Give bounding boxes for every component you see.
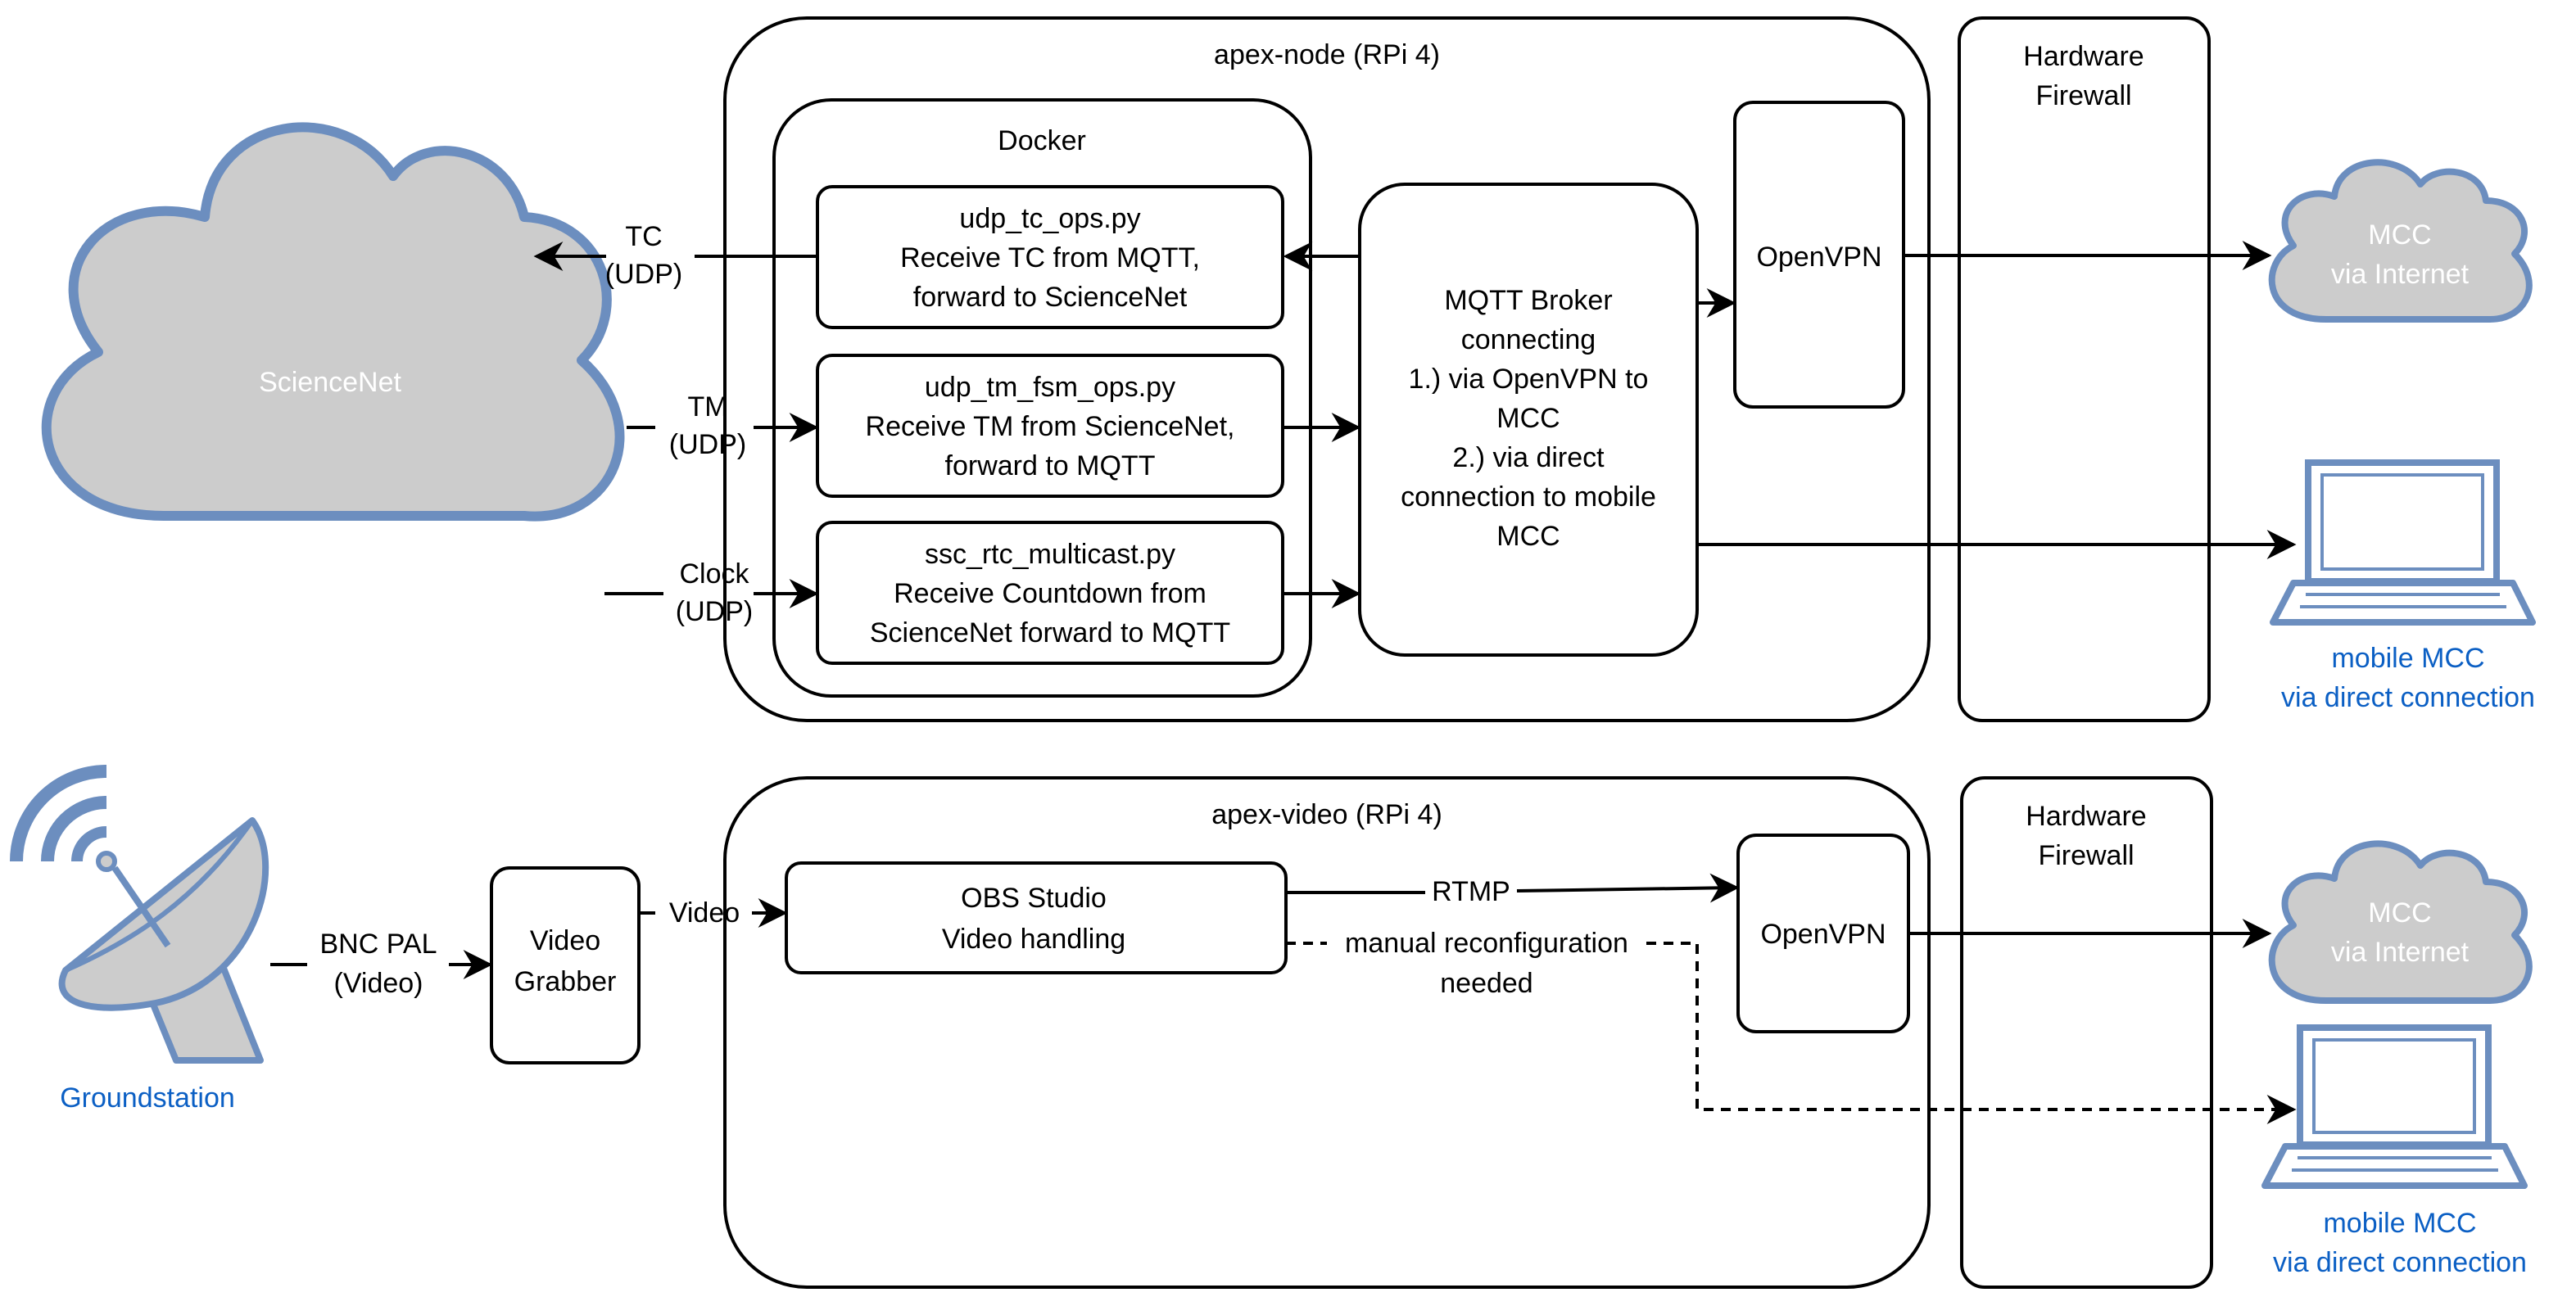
firewall-video-line2: Firewall — [2038, 840, 2134, 871]
udp-tc-ops-line3: forward to ScienceNet — [913, 282, 1188, 313]
rtmp-label: RTMP — [1432, 876, 1510, 907]
sciencenet-label: ScienceNet — [259, 367, 401, 398]
obs-studio-line1: OBS Studio — [961, 883, 1107, 914]
groundstation-label: Groundstation — [60, 1082, 235, 1114]
ssc-rtc-multicast-line2: Receive Countdown from — [894, 578, 1207, 609]
docker-title: Docker — [998, 125, 1086, 156]
openvpn-node-label: OpenVPN — [1756, 242, 1881, 273]
mobile-mcc-bottom-line1: mobile MCC — [2323, 1208, 2476, 1239]
firewall-video-line1: Hardware — [2026, 801, 2146, 832]
sciencenet-cloud: ScienceNet — [41, 122, 625, 522]
bnc-label-line2: (Video) — [334, 968, 423, 999]
mcc-internet-bottom-line1: MCC — [2368, 897, 2431, 929]
mobile-mcc-top-line2: via direct connection — [2281, 682, 2535, 713]
udp-tm-fsm-ops-line1: udp_tm_fsm_ops.py — [925, 372, 1175, 403]
firewall-node-line1: Hardware — [2023, 41, 2144, 72]
manual-reconfig-line2: needed — [1440, 968, 1532, 999]
udp-tc-ops-line1: udp_tc_ops.py — [959, 203, 1140, 234]
mobile-mcc-top-line1: mobile MCC — [2331, 643, 2484, 674]
tm-label-line1: TM — [687, 391, 727, 423]
mcc-internet-bottom-line2: via Internet — [2331, 937, 2470, 968]
laptop-icon — [2261, 1024, 2528, 1189]
udp-tm-fsm-ops-line2: Receive TM from ScienceNet, — [866, 411, 1235, 442]
satellite-dish-icon — [10, 765, 269, 1064]
mcc-internet-cloud-top: MCC via Internet — [2268, 159, 2533, 323]
tm-label-line2: (UDP) — [669, 429, 746, 460]
tc-label-line1: TC — [625, 221, 662, 252]
mqtt-broker-line5: 2.) via direct — [1452, 442, 1605, 473]
clock-label-line2: (UDP) — [676, 596, 753, 627]
video-grabber-line2: Grabber — [514, 966, 617, 997]
firewall-video-box — [1960, 776, 2213, 1289]
mqtt-broker-line6: connection to mobile — [1401, 481, 1656, 513]
manual-reconfig-edge-2 — [1646, 942, 2297, 1124]
obs-studio-line2: Video handling — [942, 924, 1125, 955]
mqtt-broker-line1: MQTT Broker — [1444, 285, 1612, 316]
ssc-rtc-multicast-line3: ScienceNet forward to MQTT — [870, 617, 1230, 648]
manual-reconfig-line1: manual reconfiguration — [1345, 928, 1628, 959]
docker-container — [772, 98, 1312, 698]
video-edge-label: Video — [669, 897, 740, 929]
apex-video-container — [723, 776, 1931, 1289]
mobile-mcc-bottom-line2: via direct connection — [2273, 1247, 2527, 1278]
apex-video-title: apex-video (RPi 4) — [1211, 799, 1442, 830]
mcc-internet-cloud-bottom: MCC via Internet — [2268, 840, 2533, 1004]
ssc-rtc-multicast-line1: ssc_rtc_multicast.py — [925, 539, 1175, 570]
video-grabber-box — [490, 866, 641, 1064]
clock-label-line1: Clock — [679, 558, 749, 590]
mqtt-broker-line2: connecting — [1461, 324, 1596, 355]
firewall-node-box — [1958, 16, 2211, 722]
mqtt-broker-line7: MCC — [1496, 521, 1560, 552]
laptop-icon — [2270, 459, 2536, 626]
mcc-internet-top-line2: via Internet — [2331, 259, 2470, 290]
mqtt-broker-line4: MCC — [1496, 403, 1560, 434]
apex-node-title: apex-node (RPi 4) — [1214, 39, 1440, 70]
obs-to-openvpn-edge-2 — [1516, 873, 1740, 903]
mcc-internet-top-line1: MCC — [2368, 219, 2431, 251]
udp-tc-ops-line2: Receive TC from MQTT, — [900, 242, 1200, 273]
udp-tm-fsm-ops-line3: forward to MQTT — [945, 450, 1156, 481]
tc-label-line2: (UDP) — [605, 259, 682, 290]
apex-node-container — [723, 16, 1931, 722]
obs-studio-box — [785, 861, 1288, 974]
video-grabber-line1: Video — [530, 925, 600, 956]
openvpn-video-label: OpenVPN — [1760, 919, 1886, 950]
mqtt-broker-line3: 1.) via OpenVPN to — [1409, 364, 1649, 395]
bnc-label-line1: BNC PAL — [320, 929, 437, 960]
firewall-node-line2: Firewall — [2035, 80, 2131, 111]
